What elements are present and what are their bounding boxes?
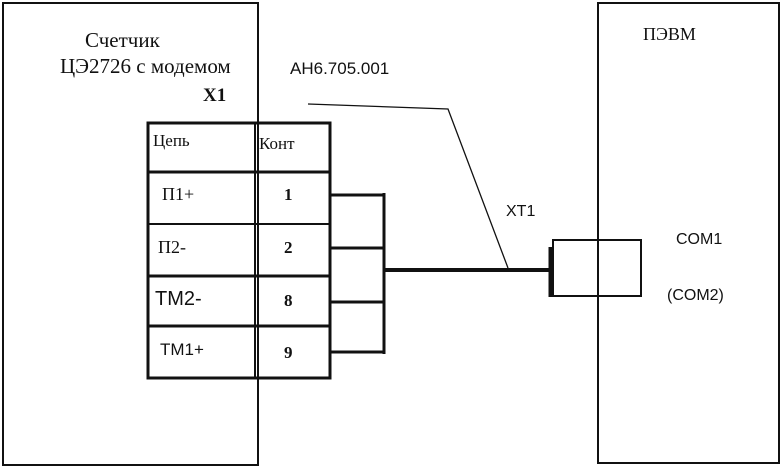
designation-leader [307, 103, 509, 269]
meter-box [2, 2, 259, 466]
meter-title-line1: Счетчик [85, 28, 160, 52]
table-cell-circuit: ТМ1+ [160, 340, 204, 359]
terminal-table-frame [146, 121, 332, 380]
contact-wires [330, 193, 386, 354]
plug-label: XT1 [506, 203, 536, 220]
table-cell-contact: 2 [284, 238, 293, 257]
plug-body [552, 239, 642, 297]
table-cell-circuit: П2- [158, 237, 186, 257]
terminal-table [146, 121, 332, 380]
pc-port-com1: COM1 [676, 231, 723, 248]
table-cell-contact: 8 [284, 291, 293, 310]
table-cell-circuit: П1+ [162, 184, 195, 204]
table-cell-contact: 9 [284, 343, 293, 362]
table-cell-contact: 1 [284, 185, 293, 204]
pc-port-com2: (COM2) [667, 287, 724, 304]
meter-title-line2: ЦЭ2726 с модемом [60, 54, 231, 78]
cable-designation: АН6.705.001 [290, 59, 390, 78]
table-header-contact: Конт [259, 134, 295, 153]
connector-label: X1 [203, 85, 227, 106]
pc-title: ПЭВМ [643, 24, 696, 44]
table-header-circuit: Цепь [153, 131, 190, 150]
pc-box [597, 2, 780, 464]
table-cell-circuit: ТМ2- [155, 288, 202, 310]
